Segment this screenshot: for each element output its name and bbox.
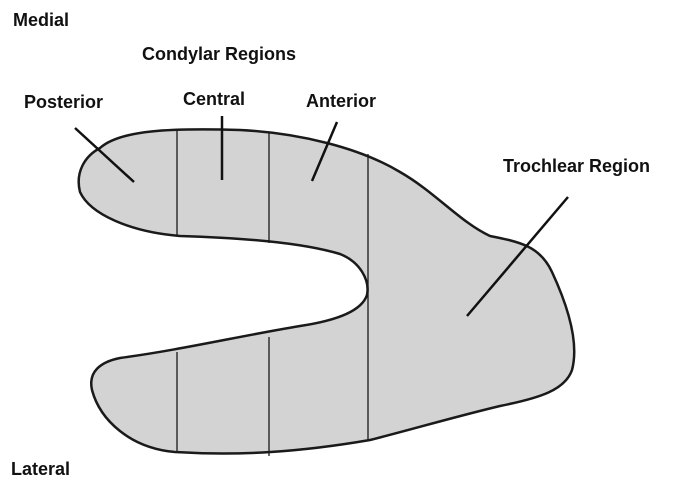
anterior-label: Anterior	[306, 92, 376, 110]
central-label: Central	[183, 90, 245, 108]
condylar-regions-label: Condylar Regions	[142, 45, 296, 63]
trochlear-region-label: Trochlear Region	[503, 157, 650, 175]
lateral-label: Lateral	[11, 460, 70, 478]
medial-label: Medial	[13, 11, 69, 29]
cartilage-shape	[79, 129, 575, 453]
posterior-label: Posterior	[24, 93, 103, 111]
